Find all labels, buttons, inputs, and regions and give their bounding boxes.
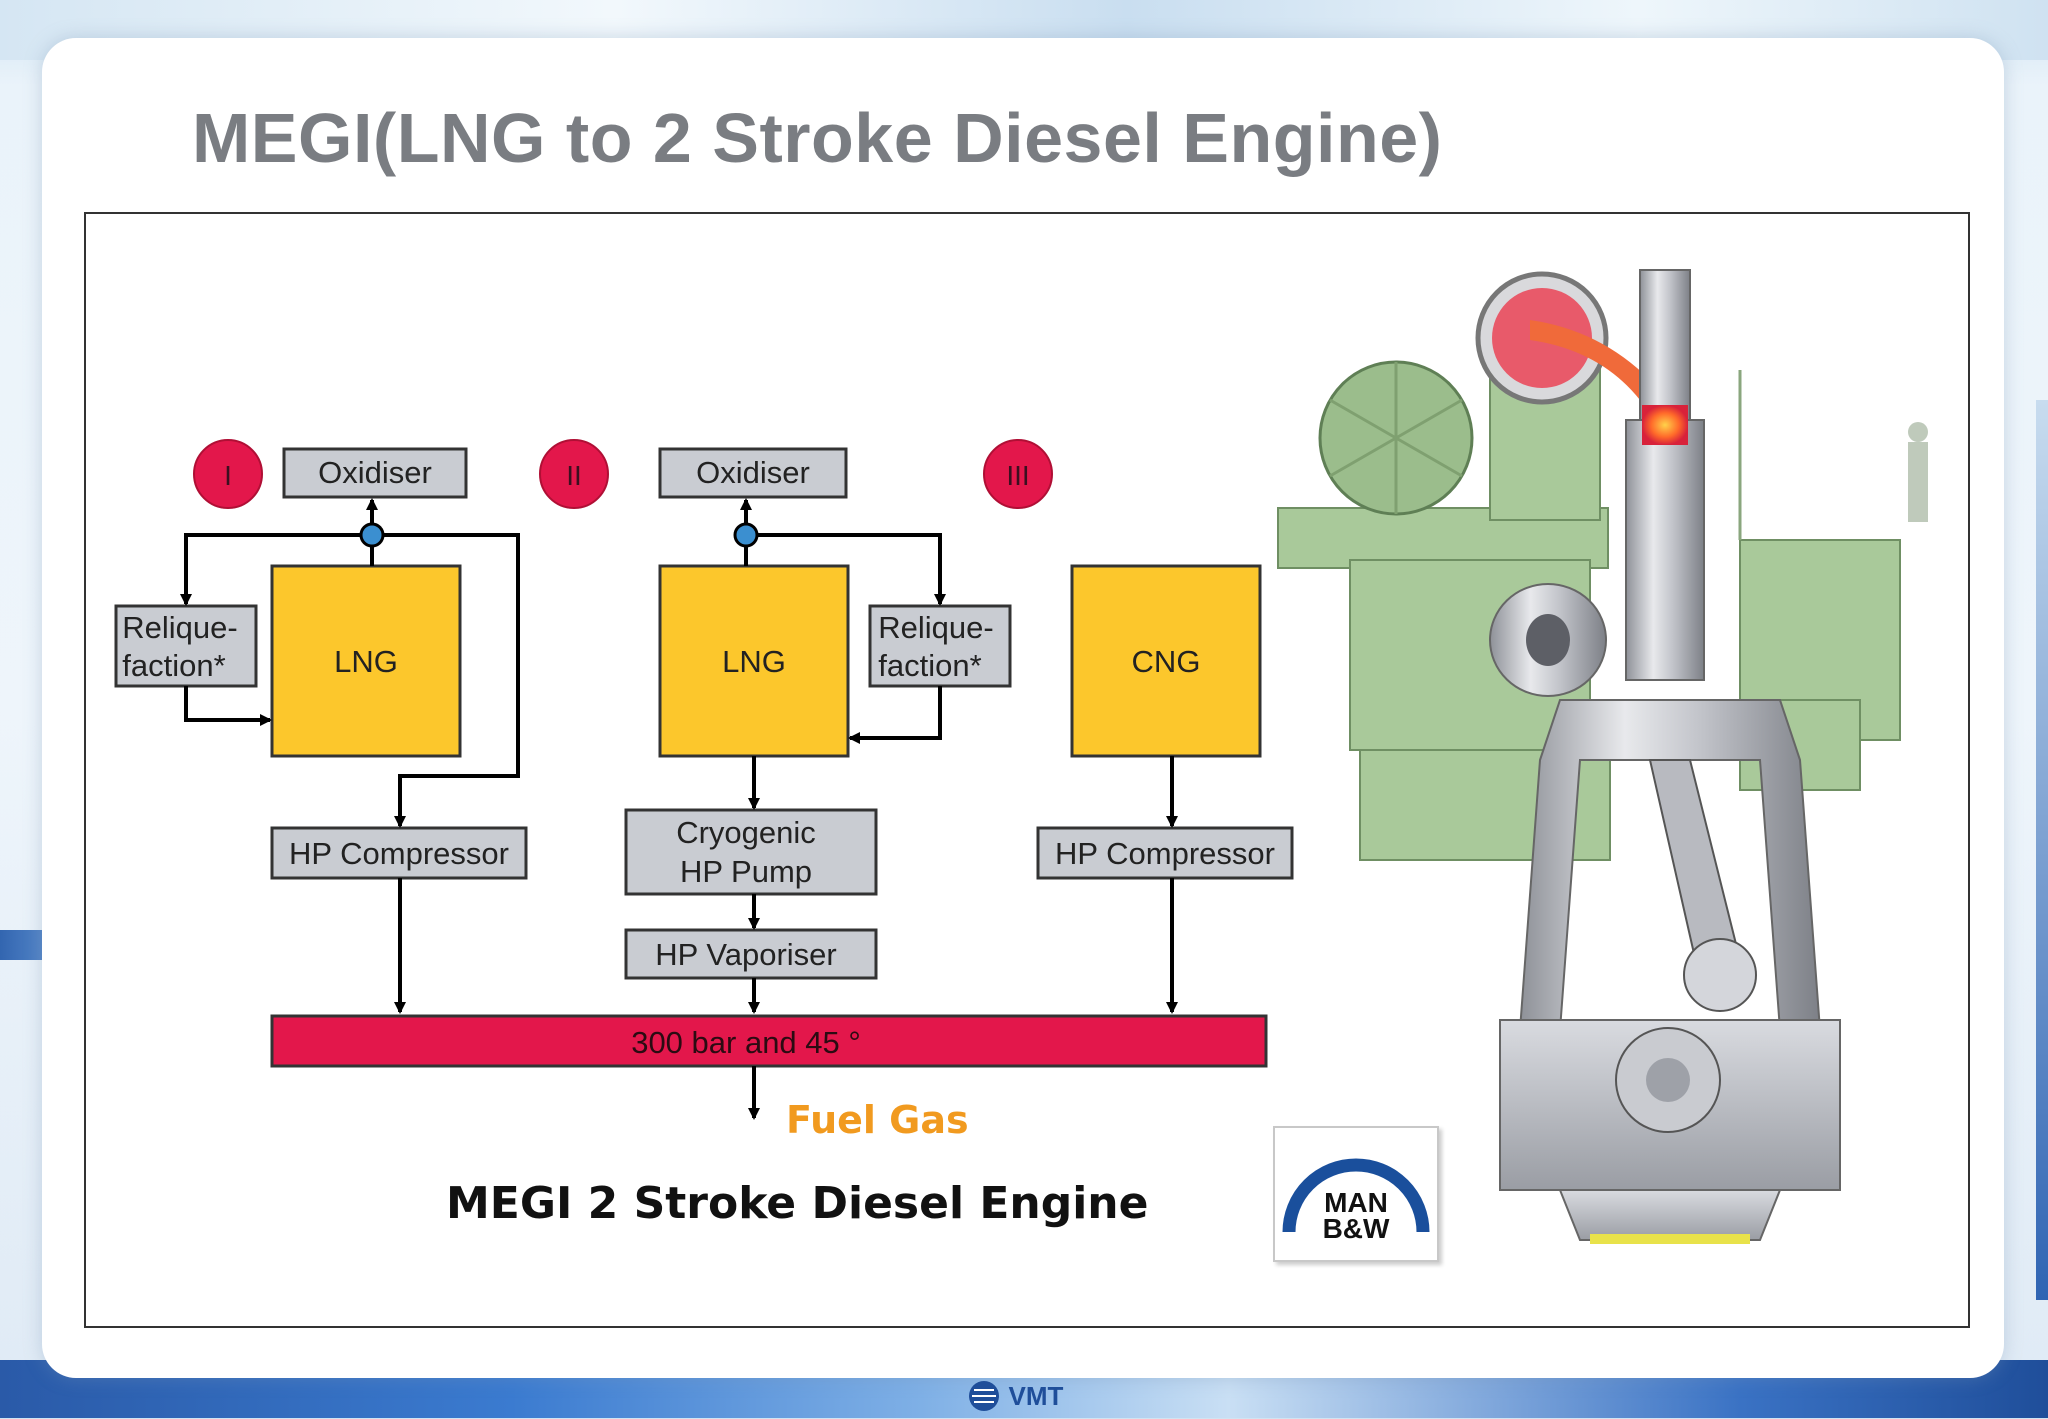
system-iii: III CNG HP Compressor	[983, 439, 1294, 1014]
cryogenic-pump-box	[624, 808, 878, 896]
pressure-bus	[270, 1014, 1268, 1068]
reliquefaction-box-1	[114, 604, 258, 688]
cng-tank	[1070, 564, 1262, 758]
hp-compressor-box-2	[1036, 826, 1294, 880]
decorative-edge	[2036, 400, 2048, 1300]
pressure-bus-label: 300 bar and 45 °	[631, 1025, 861, 1060]
cryogenic-pump-label-a: Cryogenic	[676, 815, 816, 850]
vmt-logo-mark: VMT	[969, 1381, 1064, 1411]
reliquefaction-box-2	[868, 604, 1012, 688]
system-i-numeral: I	[224, 460, 232, 491]
reliquefaction-label-1b: faction*	[122, 648, 225, 683]
flow-arrow	[184, 686, 272, 726]
fuel-gas-label: Fuel Gas	[786, 1098, 969, 1142]
man-bw-logo-mark: MAN B&W	[1282, 1158, 1430, 1244]
vmt-logo: VMT	[968, 1378, 1078, 1414]
man-bw-logo: MAN B&W	[1273, 1126, 1439, 1262]
reliquefaction-label-2a: Relique-	[878, 610, 993, 645]
oxidiser-box-1	[282, 447, 468, 499]
valve-node-1	[359, 522, 385, 548]
system-ii: II Oxidiser LNG Relique- faction* Cryoge…	[539, 439, 1012, 1014]
system-iii-numeral: III	[1006, 460, 1029, 491]
lng-tank-1	[270, 564, 462, 758]
system-iii-badge	[983, 439, 1053, 509]
flow-arrow	[848, 686, 942, 744]
hp-compressor-label-2: HP Compressor	[1055, 836, 1275, 871]
engine-caption: MEGI 2 Stroke Diesel Engine	[446, 1178, 1149, 1229]
reliquefaction-label-2b: faction*	[878, 648, 981, 683]
oxidiser-box-2	[658, 447, 848, 499]
engine-illustration	[1277, 269, 1928, 1244]
lng-tank-2	[658, 564, 850, 758]
oxidiser-label-2: Oxidiser	[696, 455, 810, 490]
cng-label: CNG	[1132, 644, 1201, 679]
valve-node-2	[733, 522, 759, 548]
system-i-badge	[193, 439, 263, 509]
system-ii-badge	[539, 439, 609, 509]
hp-vaporiser-box	[624, 928, 878, 980]
system-i: I Oxidiser LNG Relique- faction* HP Comp…	[114, 439, 528, 1014]
man-logo-text-2: B&W	[1323, 1213, 1390, 1244]
lng-label-2: LNG	[722, 644, 786, 679]
flow-arrow	[757, 533, 946, 606]
cryogenic-pump-label-b: HP Pump	[680, 854, 812, 889]
lng-label-1: LNG	[334, 644, 398, 679]
reliquefaction-label-1a: Relique-	[122, 610, 237, 645]
vmt-logo-text: VMT	[1009, 1381, 1064, 1411]
system-ii-numeral: II	[566, 460, 582, 491]
oxidiser-label-1: Oxidiser	[318, 455, 432, 490]
hp-compressor-label-1: HP Compressor	[289, 836, 509, 871]
flow-arrow	[383, 533, 520, 828]
flow-arrow	[180, 533, 361, 606]
man-logo-text-1: MAN	[1324, 1187, 1388, 1218]
slide-title: MEGI(LNG to 2 Stroke Diesel Engine)	[192, 99, 1443, 177]
hp-vaporiser-label: HP Vaporiser	[655, 937, 837, 972]
